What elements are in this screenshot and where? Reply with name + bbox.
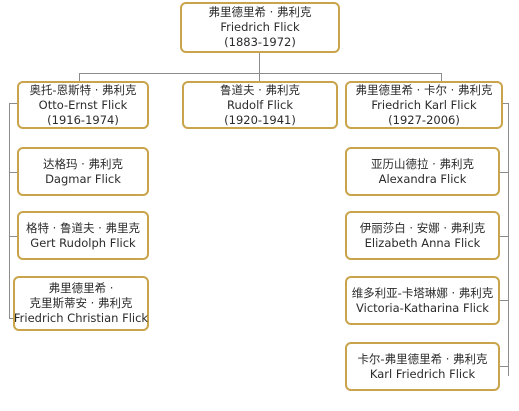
node-name-cn: 卡尔-弗里德里希 · 弗利克 xyxy=(357,351,488,366)
node-name-cn: 维多利亚-卡塔琳娜 · 弗利克 xyxy=(351,285,494,300)
node-name-cn: 格特 · 鲁道夫 · 弗里克 xyxy=(26,220,140,235)
connector-karl-child-4 xyxy=(500,366,509,367)
connector-rudolf-up xyxy=(259,73,260,81)
node-name-en: Friedrich Christian Flick xyxy=(13,311,149,325)
node-karl-friedrich-flick: 卡尔-弗里德里希 · 弗利克 Karl Friedrich Flick xyxy=(345,342,500,391)
node-years: (1927-2006) xyxy=(388,112,460,127)
connector-generation-bar xyxy=(79,73,441,74)
node-name-en: Friedrich Karl Flick xyxy=(371,97,477,112)
node-name-cn: 达格玛 · 弗利克 xyxy=(43,156,123,171)
node-victoria-katharina-flick: 维多利亚-卡塔琳娜 · 弗利克 Victoria-Katharina Flick xyxy=(345,276,500,325)
node-elizabeth-anna-flick: 伊丽莎白 · 安娜 · 弗利克 Elizabeth Anna Flick xyxy=(345,211,500,260)
node-dagmar-flick: 达格玛 · 弗利克 Dagmar Flick xyxy=(17,147,149,196)
connector-karl-child-1 xyxy=(500,172,509,173)
node-friedrich-christian-flick: 弗里德里希 · 克里斯蒂安 · 弗利克 Friedrich Christian … xyxy=(13,276,149,331)
connector-karl-up xyxy=(441,73,442,81)
node-otto-ernst-flick: 奥托-恩斯特 · 弗利克 Otto-Ernst Flick (1916-1974… xyxy=(17,81,149,129)
node-name-en: Friedrich Flick xyxy=(220,20,300,34)
node-name-cn: 弗里德里希 · 卡尔 · 弗利克 xyxy=(355,82,493,97)
node-name-cn: 弗里德里希 · 弗利克 xyxy=(208,5,312,19)
node-rudolf-flick: 鲁道夫 · 弗利克 Rudolf Flick (1920-1941) xyxy=(182,81,338,129)
node-name-en: Rudolf Flick xyxy=(227,97,293,112)
node-name-cn-line1: 弗里德里希 · xyxy=(48,281,114,295)
node-name-cn: 奥托-恩斯特 · 弗利克 xyxy=(29,82,137,97)
connector-karl-child-3 xyxy=(500,300,509,301)
node-years: (1920-1941) xyxy=(224,112,296,127)
node-name-cn: 伊丽莎白 · 安娜 · 弗利克 xyxy=(359,220,486,235)
connector-root-down xyxy=(259,53,260,73)
node-friedrich-flick: 弗里德里希 · 弗利克 Friedrich Flick (1883-1972) xyxy=(180,2,340,53)
connector-karl-stub xyxy=(503,103,509,104)
node-name-en: Otto-Ernst Flick xyxy=(38,97,128,112)
node-name-en: Dagmar Flick xyxy=(45,171,121,186)
node-name-cn: 鲁道夫 · 弗利克 xyxy=(220,82,300,97)
connector-otto-child-2 xyxy=(9,236,17,237)
connector-otto-up xyxy=(79,73,80,81)
node-years: (1916-1974) xyxy=(47,112,119,127)
node-name-en: Gert Rudolph Flick xyxy=(30,235,136,250)
connector-otto-spine xyxy=(9,103,10,319)
connector-karl-spine xyxy=(508,103,509,376)
node-friedrich-karl-flick: 弗里德里希 · 卡尔 · 弗利克 Friedrich Karl Flick (1… xyxy=(345,81,503,129)
connector-otto-child-1 xyxy=(9,172,17,173)
node-name-cn: 亚历山德拉 · 弗利克 xyxy=(371,156,474,171)
node-name-en: Elizabeth Anna Flick xyxy=(364,235,481,250)
node-name-en: Karl Friedrich Flick xyxy=(369,366,476,381)
node-years: (1883-1972) xyxy=(224,35,296,49)
node-name-cn-line2: 克里斯蒂安 · 弗利克 xyxy=(29,296,133,310)
node-gert-rudolph-flick: 格特 · 鲁道夫 · 弗里克 Gert Rudolph Flick xyxy=(17,211,149,260)
node-name-en: Alexandra Flick xyxy=(378,171,467,186)
node-name-en: Victoria-Katharina Flick xyxy=(356,300,489,315)
node-alexandra-flick: 亚历山德拉 · 弗利克 Alexandra Flick xyxy=(345,147,500,196)
connector-otto-stub xyxy=(9,103,17,104)
connector-karl-child-2 xyxy=(500,236,509,237)
